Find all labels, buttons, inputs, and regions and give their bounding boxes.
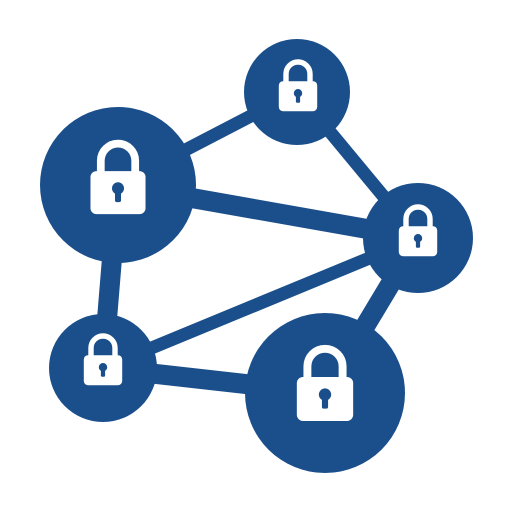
- node-bottom-right: [245, 313, 405, 473]
- network-nodes: [40, 39, 473, 473]
- node-bottom-left: [49, 314, 157, 422]
- link-bottomleft-right: [96, 231, 425, 375]
- node-top: [244, 39, 350, 145]
- node-top-left: [40, 107, 196, 263]
- node-right: [363, 183, 473, 293]
